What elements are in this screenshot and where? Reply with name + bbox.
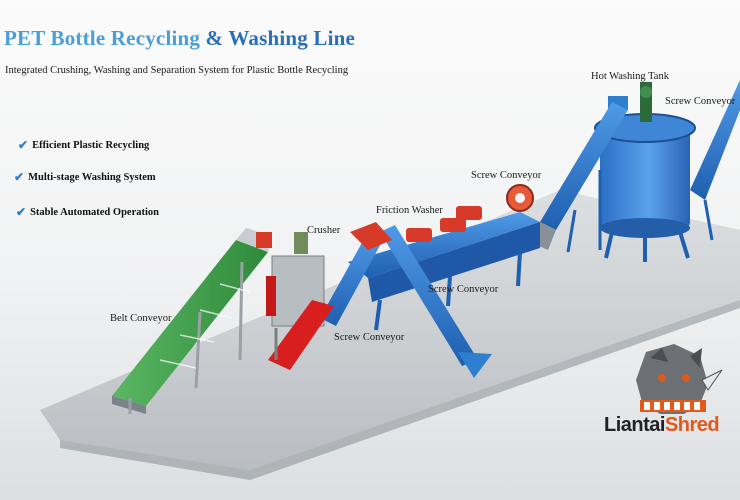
label-friction-washer: Friction Washer	[376, 205, 443, 216]
title-part1: PET Bottle Recycling	[4, 26, 201, 50]
floor-platform	[40, 190, 740, 470]
feature-label: Multi-stage Washing System	[28, 172, 156, 183]
feature-multistage-washing: ✔ Multi-stage Washing System	[14, 170, 156, 185]
title-part2: Washing Line	[228, 26, 356, 50]
screw-conveyor-bottom-shape	[320, 232, 384, 326]
screw-conveyor-top-right-shape	[690, 80, 740, 200]
feature-label: Stable Automated Operation	[30, 207, 159, 218]
title-ampersand: &	[205, 26, 224, 50]
check-icon: ✔	[14, 170, 25, 184]
screw-conveyor-lower-shape	[380, 225, 478, 366]
feature-efficient-recycling: ✔ Efficient Plastic Recycling	[18, 138, 149, 153]
brand-name-part1: Liantai	[604, 414, 665, 436]
page-subtitle: Integrated Crushing, Washing and Separat…	[5, 65, 349, 76]
brand-logo: LiantaiShred	[604, 414, 720, 437]
label-screw-conveyor-mid: Screw Conveyor	[471, 170, 542, 181]
label-hot-washing-tank: Hot Washing Tank	[591, 71, 669, 82]
label-screw-conveyor-top-right: Screw Conveyor	[665, 96, 736, 107]
screw-conveyor-to-tank-shape	[540, 102, 628, 230]
label-crusher: Crusher	[307, 225, 341, 236]
rhino-logo-icon	[636, 344, 723, 414]
page-title: PET Bottle Recycling & Washing Line	[4, 26, 355, 51]
label-belt-conveyor: Belt Conveyor	[110, 313, 172, 324]
crusher-shape	[266, 232, 334, 370]
label-screw-conveyor-bottom: Screw Conveyor	[334, 332, 405, 343]
feature-label: Efficient Plastic Recycling	[32, 140, 150, 151]
check-icon: ✔	[16, 205, 27, 219]
label-screw-conveyor-lower: Screw Conveyor	[428, 284, 499, 295]
feature-stable-operation: ✔ Stable Automated Operation	[16, 205, 159, 220]
brand-name-part2: Shred	[664, 414, 720, 436]
belt-conveyor-shape	[112, 228, 272, 414]
check-icon: ✔	[18, 138, 29, 152]
